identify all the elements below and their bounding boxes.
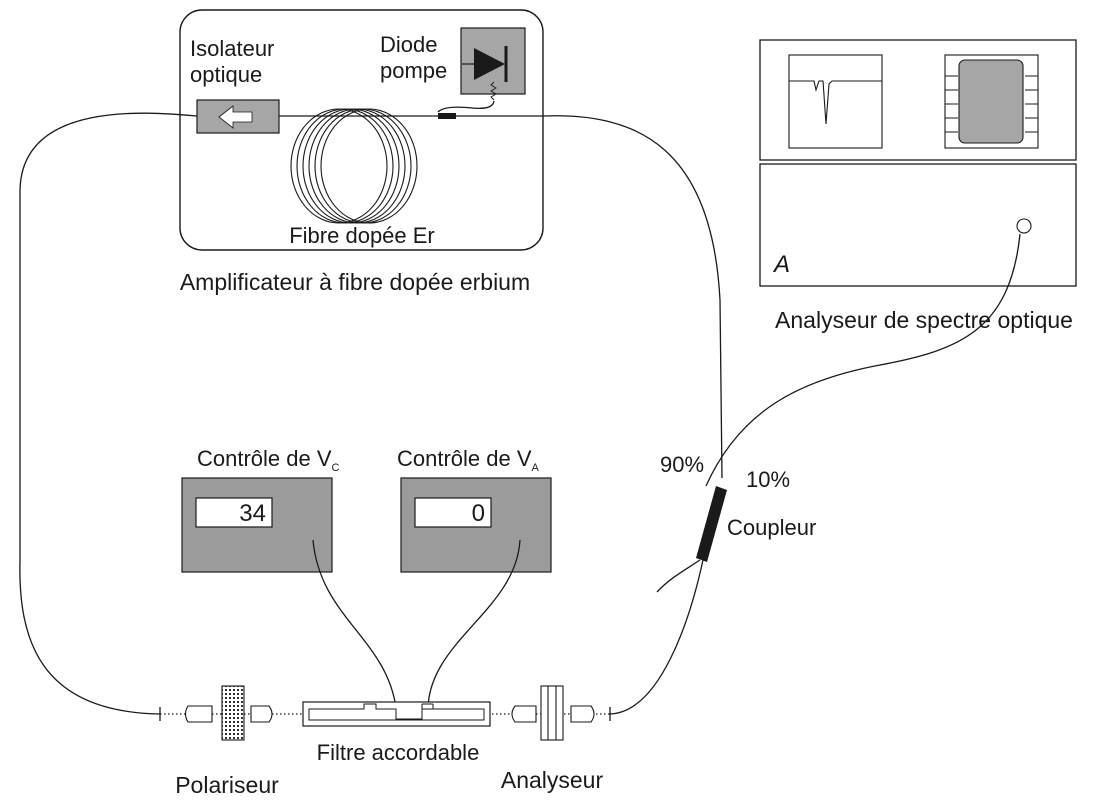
diode-symbol-icon [474, 48, 505, 80]
fiber-coupler-free-end [656, 559, 701, 593]
polarizer [221, 685, 245, 741]
analyzer-label: Analyseur [501, 767, 604, 793]
doped-fiber-label: Fibre dopée Er [289, 223, 435, 248]
analyzer-polarizer [540, 685, 564, 741]
erbium-amplifier: Isolateur optique Diode pompe Fibre dopé [179, 9, 544, 251]
osa-input-port [1016, 218, 1032, 234]
osa-softkey-ticks [945, 75, 1038, 133]
isolator-label-line2: optique [190, 62, 262, 87]
fiber-amplifier-to-coupler [542, 115, 723, 479]
wire-vc-to-filter [312, 539, 398, 718]
diode-label-line1: Diode [380, 32, 437, 57]
coupler-ratio-90: 90% [660, 452, 704, 477]
arrow-left-icon [218, 105, 253, 129]
fiber-coupler: 90% 10% Coupleur [660, 452, 816, 562]
right-collimator [570, 705, 595, 723]
control-va-value: 0 [472, 500, 485, 527]
fiber-coupler-to-right-end [609, 559, 704, 715]
collimator-before-analyzer [511, 705, 537, 723]
osa-keypad [958, 59, 1024, 144]
control-vc-title: Contrôle de VC [197, 446, 340, 474]
control-vc-display [195, 497, 273, 528]
amplifier-enclosure [179, 9, 544, 251]
fiber-isolator-to-left-end [19, 112, 198, 715]
diode-label-line2: pompe [380, 58, 447, 83]
osa-caption: Analyseur de spectre optique [775, 307, 1073, 333]
optical-isolator [196, 99, 280, 134]
tunable-filter-label: Filtre accordable [317, 740, 480, 765]
collimator-after-polarizer [250, 705, 273, 723]
tunable-filter [302, 701, 491, 727]
coupler-ratio-10: 10% [746, 467, 790, 492]
isolator-label-line1: Isolateur [190, 36, 274, 61]
doped-fiber-coil [290, 108, 418, 224]
optical-bench: Filtre accordable [160, 685, 610, 765]
control-vc-value: 34 [239, 500, 266, 527]
coupler-body [696, 486, 727, 562]
optical-spectrum-analyzer: A [759, 39, 1077, 287]
control-vc: Contrôle de VC 34 [181, 446, 340, 573]
wire-va-to-filter [427, 539, 521, 709]
osa-screen [788, 54, 883, 149]
coupler-label: Coupleur [727, 515, 816, 540]
amplifier-caption: Amplificateur à fibre dopée erbium [180, 269, 530, 295]
control-va-title: Contrôle de VA [397, 446, 540, 474]
osa-panel-letter: A [772, 251, 790, 278]
left-collimator [184, 705, 213, 723]
osa-spectrum-trace [789, 80, 882, 125]
wdm-coupler [438, 113, 456, 119]
pump-diode [437, 27, 526, 113]
polarizer-label: Polariseur [175, 772, 279, 798]
fiber-coupler-to-osa [705, 233, 1021, 487]
fiber-paths [19, 112, 1021, 721]
control-va: Contrôle de VA 0 [397, 446, 552, 573]
control-va-display [414, 497, 492, 528]
